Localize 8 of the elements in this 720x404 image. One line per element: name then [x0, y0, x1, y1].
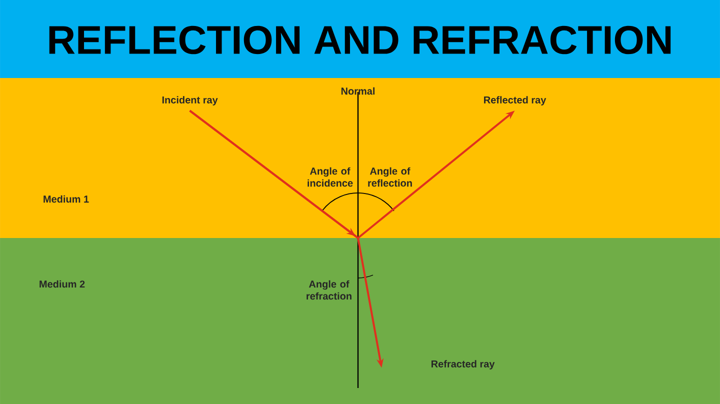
ray-label: Reflected ray: [484, 96, 546, 106]
angle-label: Angle of refraction: [306, 280, 352, 300]
ray-label: Incident ray: [162, 96, 218, 106]
angle-label: Angle of incidence: [308, 167, 353, 187]
title: REFLECTION AND REFRACTION: [49, 26, 671, 54]
ray-label: Refracted ray: [432, 360, 495, 370]
angle-label: Angle of reflection: [368, 167, 412, 187]
normal-label: Normal: [341, 87, 375, 95]
